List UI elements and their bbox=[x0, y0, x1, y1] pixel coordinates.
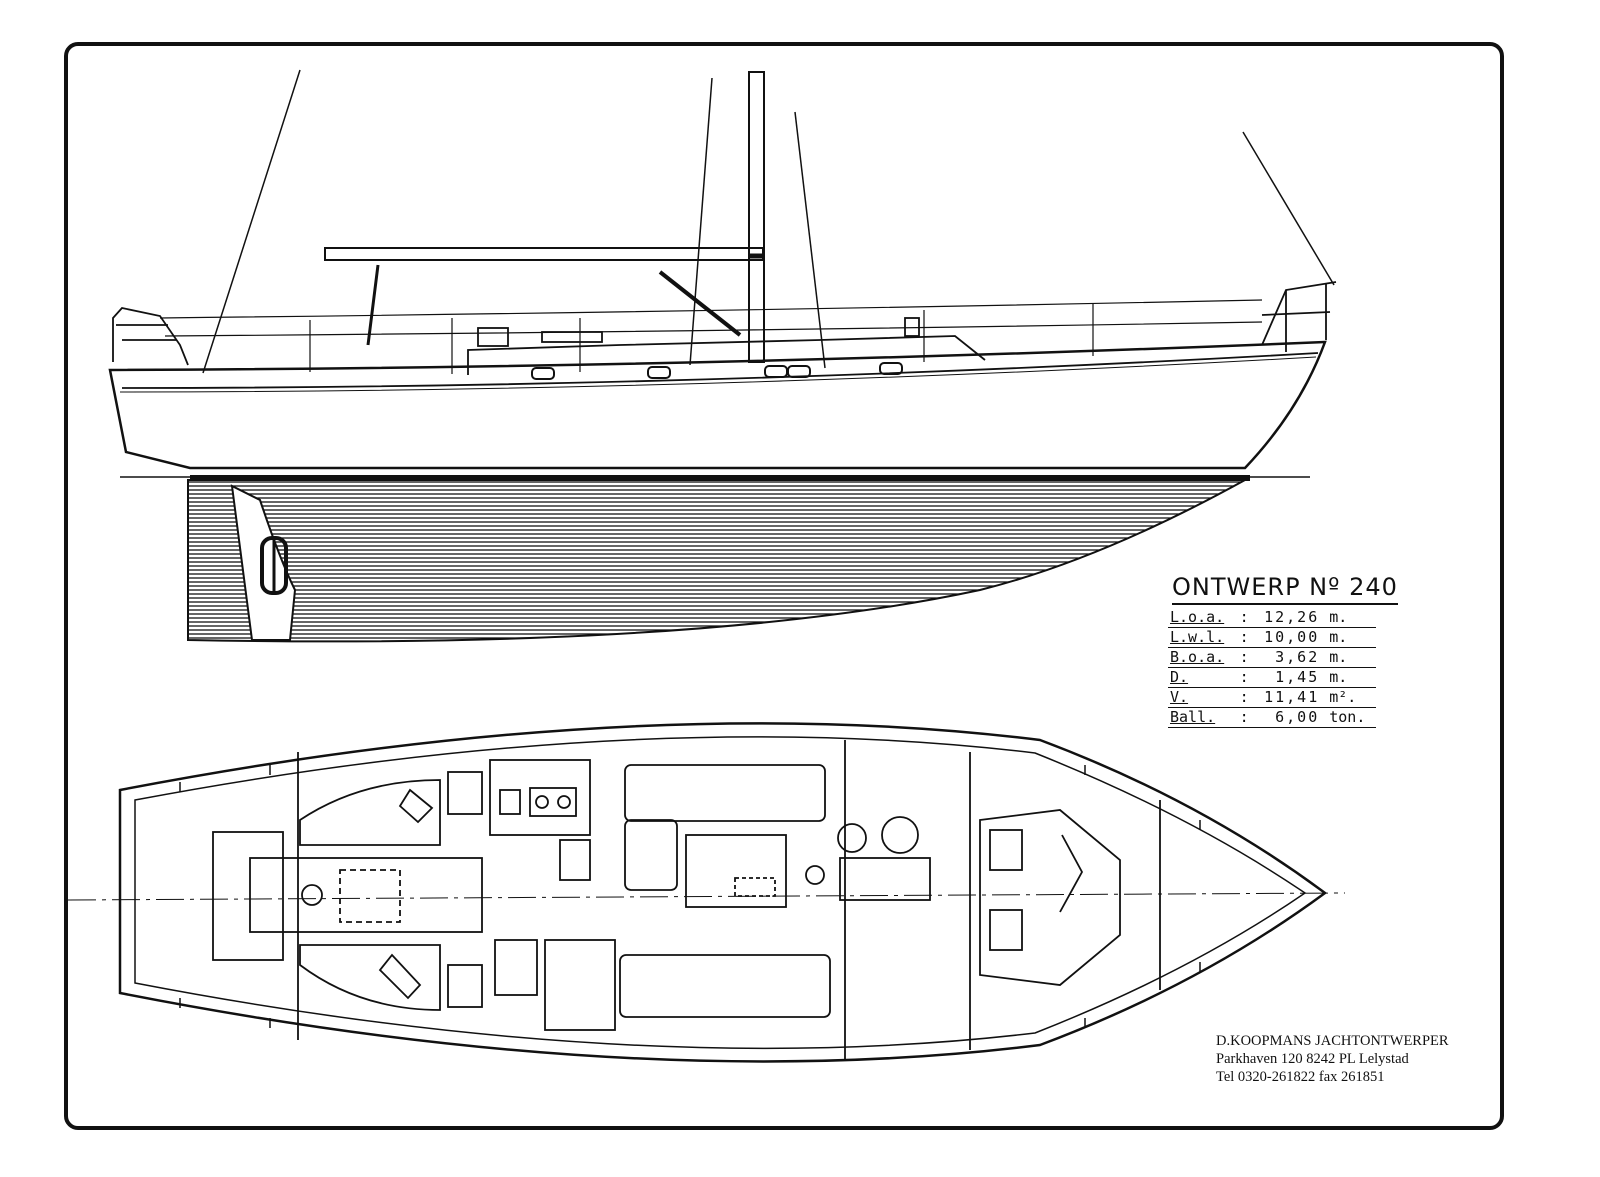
cockpit bbox=[212, 831, 483, 961]
forestay bbox=[202, 69, 301, 374]
designer-name: D.KOOPMANS JACHTONTWERPER bbox=[1216, 1033, 1449, 1049]
designer-contact: Tel 0320-261822 fax 261851 bbox=[1216, 1069, 1385, 1085]
heads bbox=[805, 816, 931, 901]
shroud-fore bbox=[689, 77, 713, 366]
spec-row: Ball. : 6,00 ton. bbox=[1168, 707, 1376, 728]
coachroof bbox=[467, 317, 986, 375]
spec-table: L.o.a. : 12,26 m. L.w.l. : 10,00 m. B.o.… bbox=[1168, 608, 1376, 728]
spec-row: L.w.l. : 10,00 m. bbox=[1168, 627, 1376, 648]
hull-topsides bbox=[108, 340, 1327, 470]
designer-block: D.KOOPMANS JACHTONTWERPER Parkhaven 120 … bbox=[1216, 1032, 1449, 1086]
spec-row: D. : 1,45 m. bbox=[1168, 667, 1376, 688]
aft-cabin-starboard bbox=[299, 944, 483, 1011]
centerline bbox=[67, 892, 1346, 901]
plan-view bbox=[67, 722, 1346, 1063]
aft-cabin-port bbox=[299, 771, 483, 846]
boom bbox=[324, 247, 764, 261]
spec-row: V. : 11,41 m². bbox=[1168, 687, 1376, 708]
lifelines bbox=[159, 299, 1263, 374]
backstay bbox=[1242, 131, 1335, 286]
shroud-aft bbox=[794, 111, 826, 369]
bow-pulpit bbox=[1261, 281, 1337, 352]
saloon bbox=[494, 764, 831, 1031]
spec-row: L.o.a. : 12,26 m. bbox=[1168, 608, 1376, 628]
galley bbox=[489, 759, 591, 881]
boom-vang bbox=[658, 270, 742, 337]
spec-row: B.o.a. : 3,62 m. bbox=[1168, 647, 1376, 668]
forepeak bbox=[979, 809, 1121, 986]
stern-pulpit bbox=[112, 307, 189, 366]
boom-support bbox=[366, 264, 380, 346]
designer-address: Parkhaven 120 8242 PL Lelystad bbox=[1216, 1051, 1409, 1067]
drawing-frame bbox=[64, 42, 1504, 1130]
side-profile bbox=[108, 69, 1337, 643]
mast bbox=[748, 71, 765, 363]
design-title: ONTWERP Nº 240 bbox=[1172, 573, 1398, 605]
underwater-hull bbox=[187, 479, 1246, 643]
